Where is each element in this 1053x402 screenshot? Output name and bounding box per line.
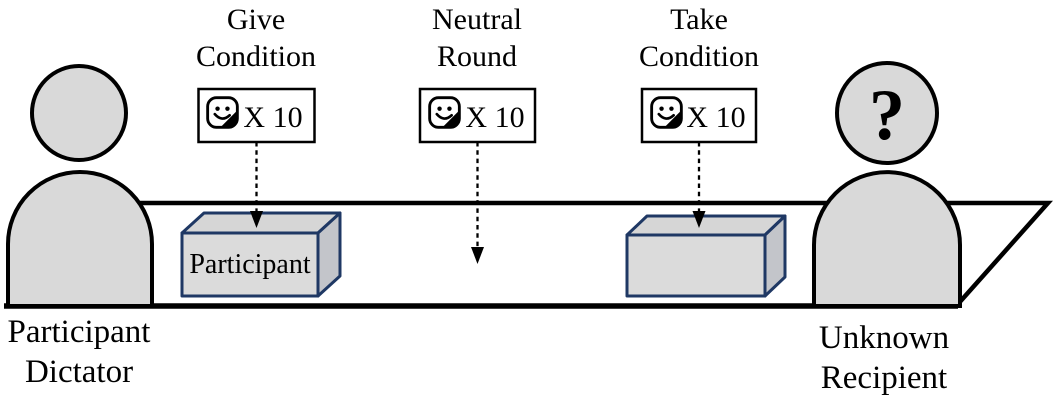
box-front-face [625,233,767,298]
take-sticker-count: X 10 [686,101,745,134]
transfer-arrows [250,142,706,264]
arrowhead-icon [692,211,706,228]
give-condition-title-line1: Give [227,3,285,36]
take-arrow [692,142,706,228]
neutral-round-title-line1: Neutral [432,3,522,36]
dictator-head [30,64,128,162]
recipient-label-line2: Recipient [821,360,947,396]
dictator-label-line1: Participant [8,314,151,350]
table-surface [4,200,1053,309]
unknown-recipient-figure: ? [812,61,962,308]
recipient-sticker-box [625,214,787,298]
question-mark: ? [869,75,905,155]
give-sticker-count: X 10 [243,101,302,134]
neutral-sticker-card: X 10 [418,87,537,144]
box-top-face [625,214,787,237]
neutral-round-title-line2: Round [437,40,517,73]
take-condition-title-line2: Condition [639,40,759,73]
recipient-head [835,61,939,165]
give-condition-title-line2: Condition [196,40,316,73]
give-arrow [250,142,263,228]
sticker-cards: X 10 X 10 X 10 [197,87,758,144]
table-top-and-right-edge [133,200,1053,306]
participant-dictator-figure [6,64,154,308]
arrowhead-icon [471,247,484,264]
dictator-sticker-box: Participant [180,211,342,298]
neutral-sticker-count: X 10 [465,101,524,134]
smiley-sticker-icon [206,96,239,129]
figure-labels: Participant Dictator Unknown Recipient [8,314,950,396]
recipient-label-line1: Unknown [819,320,949,356]
smiley-sticker-icon [650,96,683,129]
dictator-box-label: Participant [189,249,311,280]
neutral-arrow [471,142,484,264]
dictator-body [6,170,154,308]
box-front-face [180,231,320,298]
take-sticker-card: X 10 [640,87,758,144]
smiley-sticker-icon [428,96,461,129]
condition-headings: Give Condition Neutral Round Take Condit… [196,3,759,73]
dictator-label-line2: Dictator [25,354,133,390]
arrowhead-icon [250,211,263,228]
take-condition-title-line1: Take [670,3,728,36]
recipient-body [812,170,962,308]
give-sticker-card: X 10 [197,87,316,144]
